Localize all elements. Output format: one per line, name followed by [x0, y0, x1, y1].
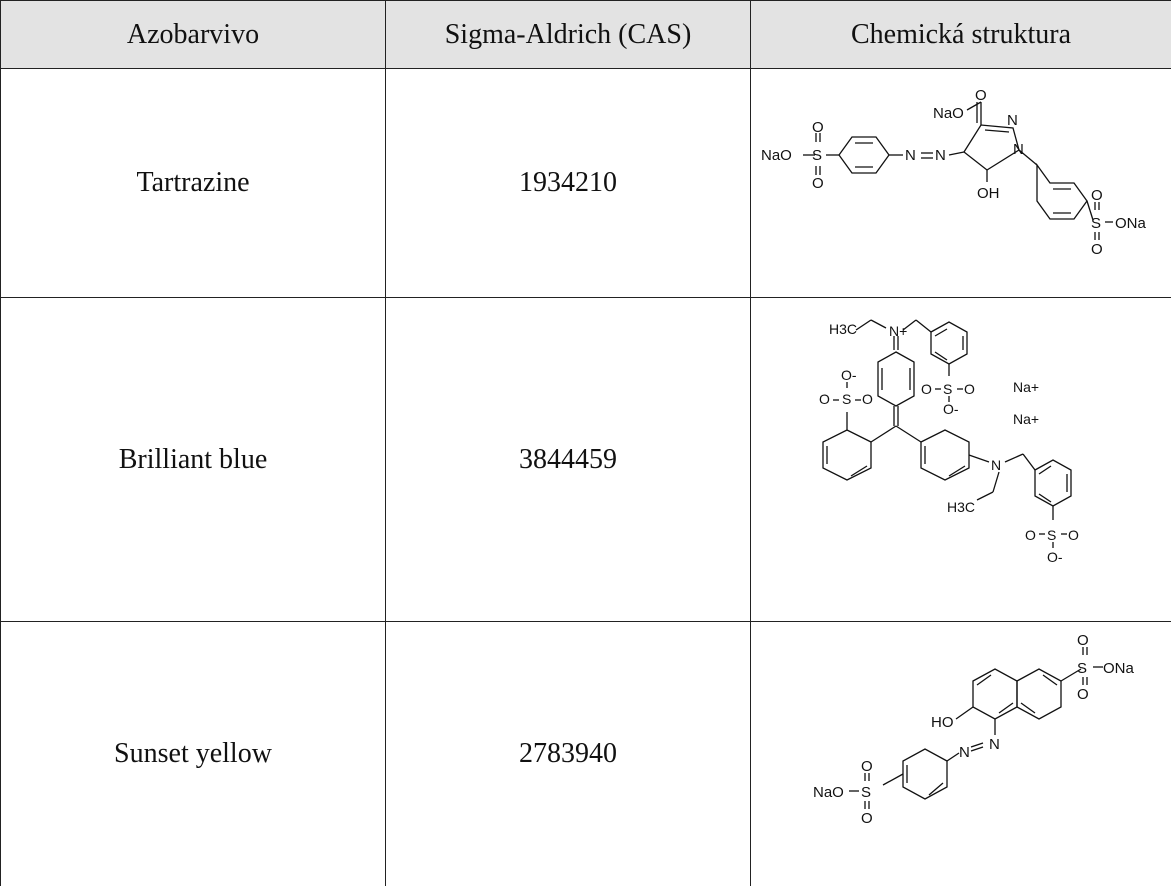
tartrazine-structure: O NaO N N NaO S O O N N OH S O O [761, 87, 1147, 258]
structure-cell: O NaO N N NaO S O O N N OH S O O [750, 68, 1171, 298]
atom-label: O [964, 381, 975, 397]
dye-name-cell: Tartrazine [0, 68, 386, 298]
atom-label: O [861, 810, 873, 827]
structure-cell: H3C N+ O- O S O O S O O- Na+ Na+ N H3C [750, 297, 1171, 622]
atom-label: NaO [761, 147, 792, 164]
atom-label: O [819, 391, 830, 407]
header-azobarvivo: Azobarvivo [0, 0, 386, 69]
atom-label: S [861, 784, 871, 801]
atom-label: N [989, 736, 1000, 753]
dye-name-cell: Brilliant blue [0, 297, 386, 622]
atom-label: Na+ [1013, 411, 1039, 427]
header-chemicka-struktura: Chemická struktura [750, 0, 1171, 69]
atom-label: O [1091, 187, 1103, 204]
atom-label: O [921, 381, 932, 397]
atom-label: ONa [1103, 660, 1135, 677]
cas-number-cell: 2783940 [385, 621, 751, 886]
atom-label: NaO [933, 105, 964, 122]
atom-label: O [975, 87, 987, 104]
cas-number-cell: 3844459 [385, 297, 751, 622]
dye-name-cell: Sunset yellow [0, 621, 386, 886]
atom-label: O [812, 175, 824, 192]
atom-label: S [842, 391, 851, 407]
atom-label: N [1007, 112, 1018, 129]
atom-label: ONa [1115, 215, 1147, 232]
atom-label: Na+ [1013, 379, 1039, 395]
atom-label: S [1077, 660, 1087, 677]
atom-label: O [1025, 527, 1036, 543]
atom-label: N [935, 147, 946, 164]
sunset-yellow-structure: O S ONa O HO N N O NaO S O [813, 632, 1135, 827]
atom-label: S [812, 147, 822, 164]
atom-label: O- [841, 367, 857, 383]
atom-label: O- [943, 401, 959, 417]
atom-label: S [1091, 215, 1101, 232]
atom-label: O [1077, 632, 1089, 649]
atom-label: H3C [947, 499, 975, 515]
atom-label: O- [1047, 549, 1063, 565]
atom-label: N [991, 457, 1001, 473]
header-sigma-aldrich-cas: Sigma-Aldrich (CAS) [385, 0, 751, 69]
atom-label: N [905, 147, 916, 164]
table-row: Brilliant blue 3844459 [0, 297, 1171, 622]
atom-label: O [862, 391, 873, 407]
table-row: Tartrazine 1934210 [0, 68, 1171, 298]
atom-label: H3C [829, 321, 857, 337]
cas-number-cell: 1934210 [385, 68, 751, 298]
atom-label: O [812, 119, 824, 136]
atom-label: HO [931, 714, 954, 731]
atom-label: O [1091, 241, 1103, 258]
atom-label: S [943, 381, 952, 397]
atom-label: NaO [813, 784, 844, 801]
brilliant-blue-structure: H3C N+ O- O S O O S O O- Na+ Na+ N H3C [819, 318, 1079, 565]
atom-label: O [1068, 527, 1079, 543]
atom-label: N [1013, 141, 1024, 158]
header-row: Azobarvivo Sigma-Aldrich (CAS) Chemická … [0, 0, 1171, 69]
atom-label: S [1047, 527, 1056, 543]
structure-cell: O S ONa O HO N N O NaO S O [750, 621, 1171, 886]
atom-label: OH [977, 185, 1000, 202]
atom-label: N [959, 744, 970, 761]
table-row: Sunset yellow 2783940 [0, 621, 1171, 886]
atom-label: O [861, 758, 873, 775]
atom-label: O [1077, 686, 1089, 703]
atom-label: N+ [889, 323, 907, 339]
